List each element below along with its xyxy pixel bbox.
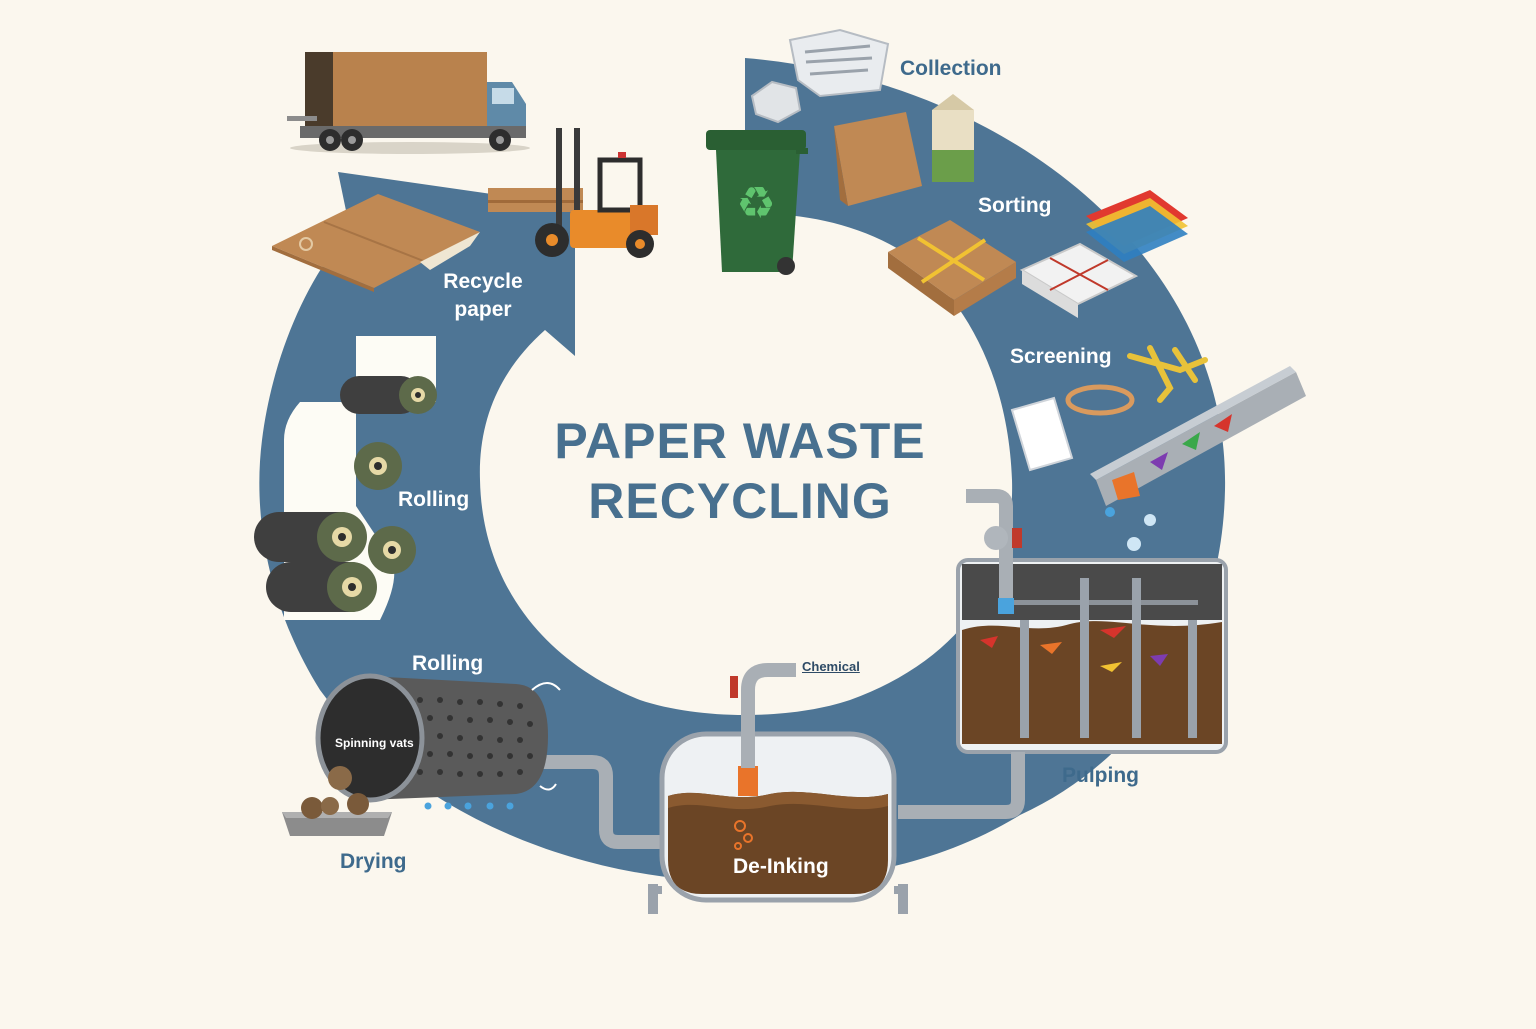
paper-roll-icon xyxy=(354,442,402,490)
tied-paper-stack-icon xyxy=(1019,242,1139,318)
stage-label-deinking: De-Inking xyxy=(733,855,829,878)
deinking-tank-icon xyxy=(648,663,908,914)
stage-label-screening: Screening xyxy=(1010,345,1112,368)
recycle-paper-line-2: paper xyxy=(454,298,512,321)
paper-roll-icon xyxy=(254,512,367,562)
connecting-pipes xyxy=(534,752,1025,849)
pulping-tank-icon xyxy=(956,489,1228,754)
stage-label-recycle-paper: Recycle paper xyxy=(438,268,528,324)
paper-roll-icon xyxy=(266,562,377,612)
bundled-cardboard-icon xyxy=(888,220,1016,316)
recycle-paper-line-1: Recycle xyxy=(443,270,523,293)
recycling-bin-icon: ♻ xyxy=(706,130,808,275)
chemical-inlet-label: Chemical xyxy=(802,659,860,674)
stage-label-collection: Collection xyxy=(900,57,1002,80)
stage-label-drying: Drying xyxy=(340,850,407,873)
stage-label-rolling: Rolling xyxy=(398,488,470,511)
diagram-title-line-1: PAPER WASTE xyxy=(554,413,926,469)
forklift-icon xyxy=(488,128,658,258)
paper-roll-icon xyxy=(340,376,437,414)
cardboard-box-icon xyxy=(834,112,922,206)
diagram-title-line-2: RECYCLING xyxy=(588,473,892,529)
drying-tray-icon xyxy=(282,766,392,836)
stage-label-pulping: Pulping xyxy=(1062,764,1139,787)
crumpled-paper-icon xyxy=(750,80,802,124)
spinning-vats-label: Spinning vats xyxy=(335,736,414,750)
rubber-band-icon xyxy=(1065,384,1135,416)
stage-label-sorting: Sorting xyxy=(978,194,1052,217)
loose-sheet-icon xyxy=(1010,396,1074,472)
paper-roll-icon xyxy=(368,526,416,574)
milk-carton-icon xyxy=(932,94,974,182)
paper-clip-icon xyxy=(1127,345,1208,403)
conveyor-chute-icon xyxy=(1090,366,1306,551)
flat-cardboard-sheet-icon xyxy=(272,194,480,292)
newspaper-icon xyxy=(788,28,890,98)
stage-label-rolling-drum: Rolling xyxy=(412,652,484,675)
recycle-symbol-icon: ♻ xyxy=(736,178,775,229)
delivery-truck-icon xyxy=(287,52,530,154)
colored-paper-stack-icon xyxy=(1086,190,1188,262)
